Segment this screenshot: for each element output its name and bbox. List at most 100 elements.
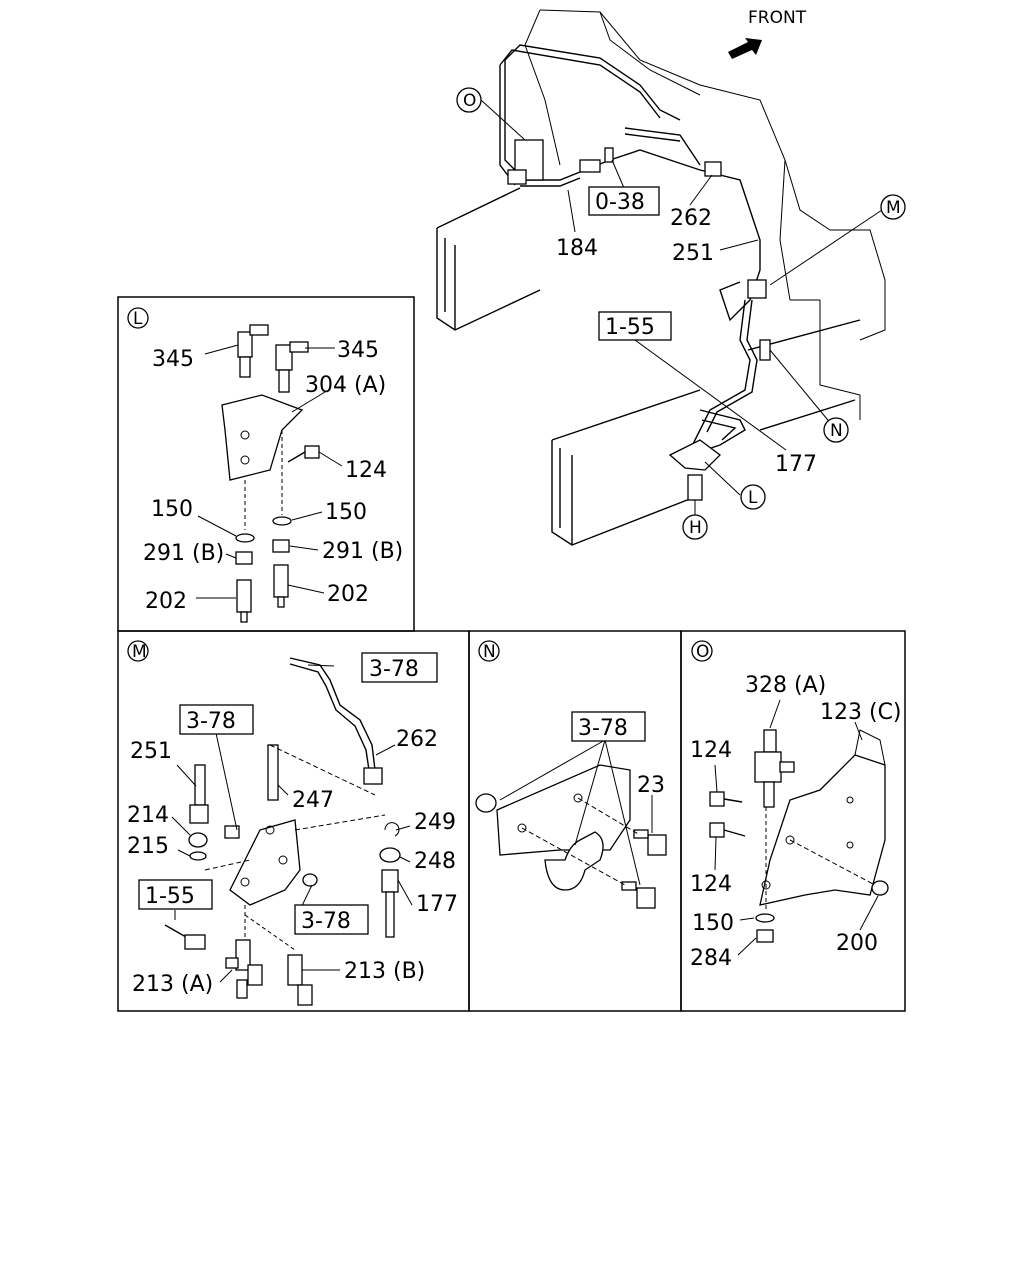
bolt-124-upper — [709, 791, 743, 807]
part-248: 248 — [414, 849, 456, 874]
callout-O[interactable]: O — [456, 87, 482, 113]
svg-text:3-78: 3-78 — [186, 709, 236, 734]
part-150-o: 150 — [692, 911, 734, 936]
washer-150-left — [235, 533, 255, 543]
mount-post — [687, 474, 703, 501]
part-214: 214 — [127, 803, 169, 828]
bolt-124 — [287, 445, 320, 463]
svg-text:M: M — [886, 198, 901, 218]
part-249: 249 — [414, 810, 456, 835]
svg-text:1-55: 1-55 — [605, 315, 655, 340]
main-view: FRONT — [436, 8, 906, 546]
fuel-pipes — [499, 44, 761, 451]
ref-box-3-78-bottom[interactable]: 3-78 — [294, 904, 369, 935]
part-304a: 304 (A) — [305, 373, 386, 398]
svg-text:3-78: 3-78 — [578, 716, 628, 741]
ref-box-3-78-left[interactable]: 3-78 — [179, 704, 254, 735]
part-213b: 213 (B) — [344, 959, 425, 984]
part-200: 200 — [836, 931, 878, 956]
ref-box-1-55[interactable]: 1-55 — [598, 311, 672, 341]
part-177: 177 — [775, 452, 817, 477]
ref-box-0-38[interactable]: 0-38 — [588, 186, 660, 216]
part-215: 215 — [127, 834, 169, 859]
spacer-202-left — [236, 579, 252, 613]
clamp-clip — [544, 831, 604, 891]
part-124: 124 — [345, 458, 387, 483]
panel-M: M — [117, 630, 470, 1012]
main-connectors — [507, 139, 771, 501]
clip-block — [759, 339, 771, 361]
svg-text:H: H — [689, 518, 702, 538]
engine-outline — [524, 9, 886, 420]
frame-member-rear — [551, 319, 861, 546]
part-262: 262 — [670, 206, 712, 231]
panel-L-tag: L — [127, 307, 149, 329]
part-345-right: 345 — [337, 338, 379, 363]
part-262-m: 262 — [396, 727, 438, 752]
part-291b-left: 291 (B) — [143, 541, 224, 566]
bolt-124-lower — [709, 822, 746, 838]
part-184: 184 — [556, 236, 598, 261]
nut-291-left — [235, 551, 253, 565]
pipe-fitting — [579, 159, 601, 173]
ref-box-3-78-n[interactable]: 3-78 — [571, 711, 646, 742]
svg-text:3-78: 3-78 — [369, 657, 419, 682]
svg-text:3-78: 3-78 — [301, 909, 351, 934]
svg-text:L: L — [748, 488, 758, 508]
callout-L[interactable]: L — [740, 484, 766, 510]
nut-200 — [871, 880, 889, 896]
main-leaders — [480, 99, 883, 515]
clamp-fitting — [704, 161, 722, 177]
svg-text:O: O — [696, 642, 709, 662]
part-124-lower: 124 — [690, 872, 732, 897]
fitting-block — [507, 169, 527, 185]
connector-328a — [763, 729, 777, 753]
clip-plate — [496, 764, 631, 856]
svg-text:O: O — [463, 91, 476, 111]
joint-345-right — [275, 341, 309, 393]
frame-member-front — [436, 187, 541, 331]
bracket-m — [229, 819, 301, 906]
svg-text:1-55: 1-55 — [145, 884, 195, 909]
part-251-m: 251 — [130, 739, 172, 764]
nut-291-right — [272, 539, 290, 553]
nut-n — [475, 793, 497, 813]
part-251: 251 — [672, 241, 714, 266]
part-124-upper: 124 — [690, 738, 732, 763]
part-284: 284 — [690, 946, 732, 971]
part-345-left: 345 — [152, 347, 194, 372]
svg-text:N: N — [483, 642, 496, 662]
fitting-213a — [235, 939, 251, 971]
bolt-23-lower — [621, 881, 656, 909]
part-328a: 328 (A) — [745, 673, 826, 698]
part-177-m: 177 — [416, 892, 458, 917]
callout-M[interactable]: M — [880, 194, 906, 220]
part-150-right: 150 — [325, 500, 367, 525]
bolt-23 — [633, 829, 667, 856]
part-202-left: 202 — [145, 589, 187, 614]
part-150-left: 150 — [151, 497, 193, 522]
part-247: 247 — [292, 788, 334, 813]
callout-N[interactable]: N — [823, 417, 849, 443]
junction-block — [747, 279, 767, 299]
bracket-L — [668, 439, 721, 471]
panel-M-tag: M — [127, 640, 149, 662]
svg-text:M: M — [132, 642, 147, 662]
nut-284 — [756, 929, 774, 943]
ref-box-1-55-m[interactable]: 1-55 — [138, 879, 213, 910]
panel-O-tag: O — [691, 640, 713, 662]
part-213a: 213 (A) — [132, 972, 213, 997]
bolt-fitting — [604, 147, 614, 163]
panel-L: L — [117, 296, 415, 632]
part-23: 23 — [637, 773, 665, 798]
fitting-213b — [287, 954, 303, 986]
part-123c: 123 (C) — [820, 700, 902, 725]
ref-box-3-78-top[interactable]: 3-78 — [361, 652, 438, 683]
washer-150-o — [755, 913, 775, 923]
front-arrow-icon — [728, 38, 762, 59]
part-291b-right: 291 (B) — [322, 539, 403, 564]
svg-text:N: N — [830, 421, 843, 441]
joint-345-left — [237, 324, 269, 378]
panel-O: O — [680, 630, 906, 1012]
callout-H[interactable]: H — [682, 514, 708, 540]
